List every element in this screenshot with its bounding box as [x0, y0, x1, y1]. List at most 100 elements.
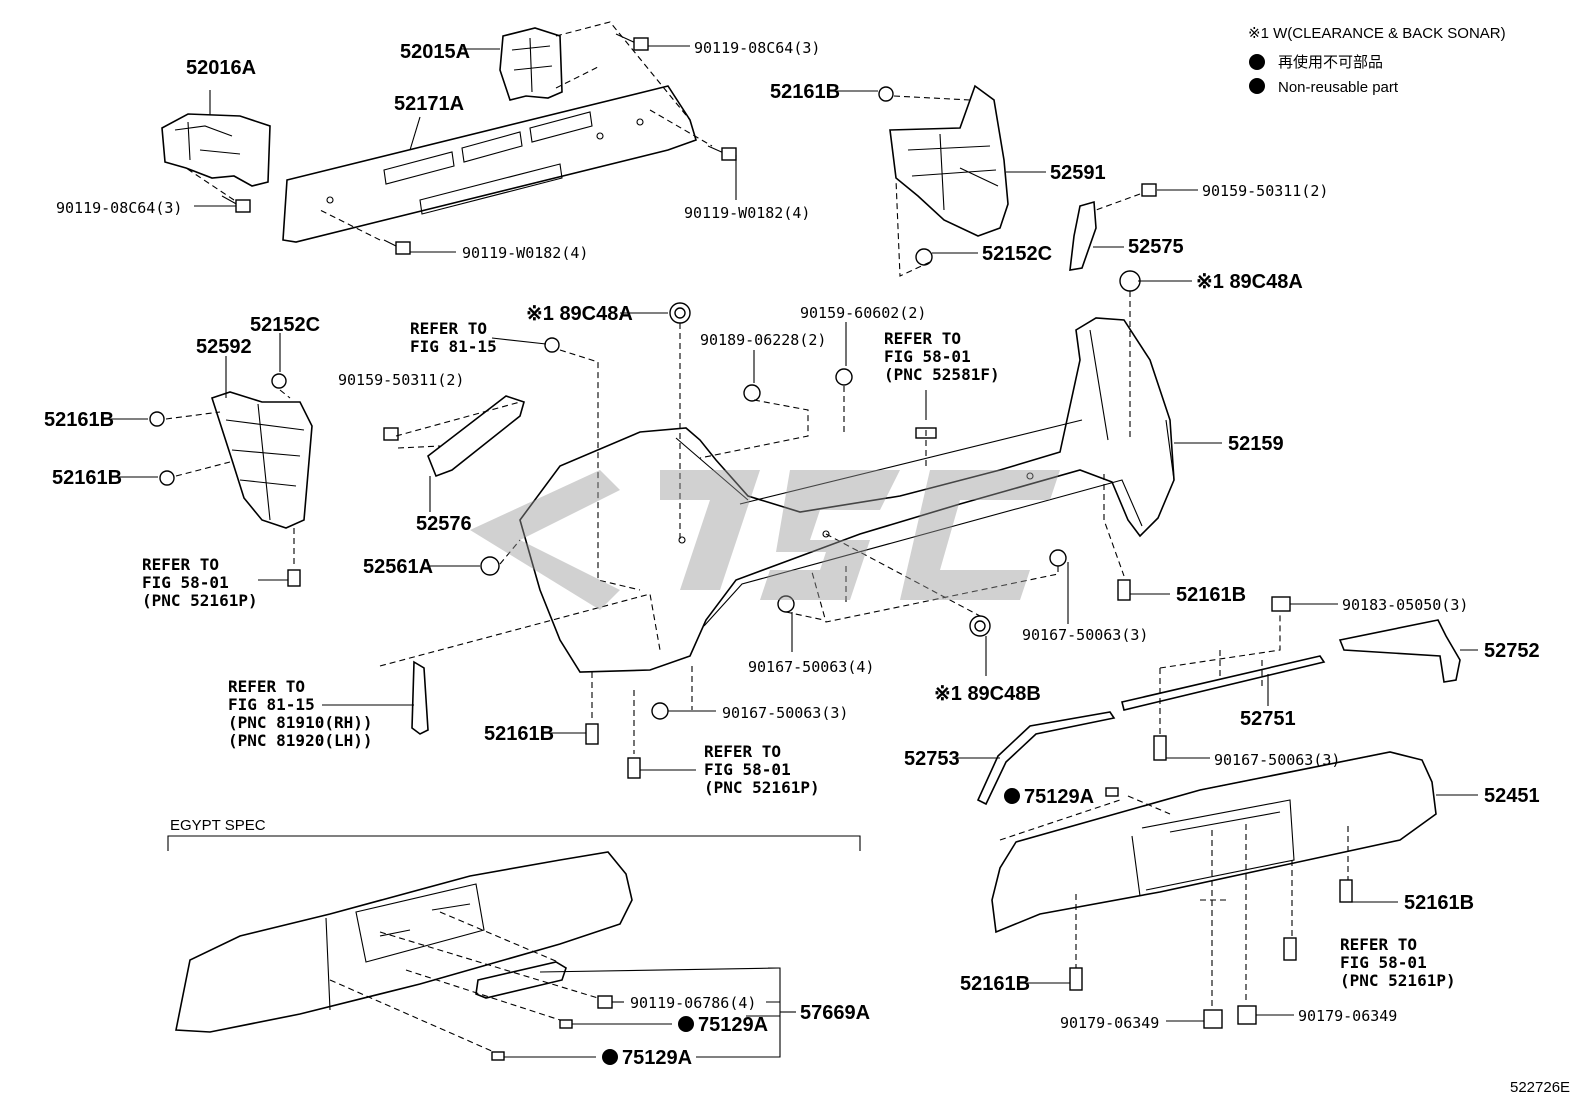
screw-90159-60602[interactable] [835, 368, 853, 386]
screw-90189-06228[interactable] [743, 384, 761, 402]
bolt-90119-08C64-left[interactable] [221, 195, 251, 213]
label-52592[interactable]: 52592 [196, 336, 252, 358]
part-52592[interactable] [210, 391, 313, 529]
label-90179-06349-a[interactable]: 90179-06349 [1060, 1014, 1159, 1032]
ref-58-01-right[interactable]: REFER TO FIG 58-01 (PNC 52161P) [1340, 935, 1456, 990]
label-89C48B[interactable]: ※1 89C48B [934, 683, 1041, 705]
label-52015A[interactable]: 52015A [400, 41, 470, 63]
label-89C48A-mid[interactable]: ※1 89C48A [526, 303, 633, 325]
screw-90167-50063-a[interactable] [1049, 549, 1067, 567]
screw-90167-50063-c[interactable] [651, 702, 669, 720]
screw-90167-50063-d[interactable] [1153, 735, 1167, 761]
screw-90159-50311-left[interactable] [383, 427, 399, 441]
label-52751[interactable]: 52751 [1240, 708, 1296, 730]
screw-refer-81-15[interactable] [544, 337, 560, 353]
nut-90183-05050[interactable] [1271, 596, 1291, 612]
clip-52161B-top[interactable] [878, 86, 894, 102]
nut-90179-06349-b[interactable] [1237, 1005, 1257, 1025]
label-52161B-top[interactable]: 52161B [770, 81, 840, 103]
bolt-90119-W0182-right[interactable] [707, 145, 737, 161]
clip-refer-58-01-mid[interactable] [627, 757, 641, 779]
label-75129A-e1[interactable]: 75129A [698, 1014, 768, 1036]
clip-refer-58-01-left[interactable] [287, 569, 301, 587]
label-52753[interactable]: 52753 [904, 748, 960, 770]
ref-58-01-left[interactable]: REFER TO FIG 58-01 (PNC 52161P) [142, 555, 258, 610]
label-52171A[interactable]: 52171A [394, 93, 464, 115]
clip-52161B-mid-right[interactable] [1117, 579, 1131, 601]
label-52576[interactable]: 52576 [416, 513, 472, 535]
label-90167-50063-c[interactable]: 90167-50063(3) [722, 704, 848, 722]
clip-52161B-l1[interactable] [149, 411, 165, 427]
nut-52152C-left[interactable] [271, 373, 287, 389]
label-52161B-l2[interactable]: 52161B [52, 467, 122, 489]
clip-refer-58-01-right[interactable] [1283, 937, 1297, 961]
label-52161B-r2[interactable]: 52161B [960, 973, 1030, 995]
label-75129A-e2[interactable]: 75129A [622, 1047, 692, 1069]
part-52575[interactable] [1069, 200, 1097, 271]
bolt-90119-W0182-bottom[interactable] [383, 239, 411, 255]
label-52016A[interactable]: 52016A [186, 57, 256, 79]
label-90183-05050[interactable]: 90183-05050(3) [1342, 596, 1468, 614]
part-52591[interactable] [889, 84, 1009, 237]
part-52159[interactable] [519, 317, 1175, 673]
label-90179-06349-b[interactable]: 90179-06349 [1298, 1007, 1397, 1025]
clip-52561A[interactable] [480, 556, 500, 576]
part-57669A-bracket[interactable] [475, 961, 567, 999]
label-52159[interactable]: 52159 [1228, 433, 1284, 455]
label-52161B-r1[interactable]: 52161B [1404, 892, 1474, 914]
part-52171A[interactable] [282, 85, 697, 243]
nut-52152C-right[interactable] [915, 248, 933, 266]
label-52451[interactable]: 52451 [1484, 785, 1540, 807]
label-90167-50063-a[interactable]: 90167-50063(3) [1022, 626, 1148, 644]
bolt-90119-06786[interactable] [597, 995, 613, 1009]
part-52451[interactable] [991, 751, 1437, 934]
label-90167-50063-d[interactable]: 90167-50063(3) [1214, 751, 1340, 769]
label-52161B-l1[interactable]: 52161B [44, 409, 114, 431]
pad-75129A-right[interactable] [1105, 787, 1119, 797]
label-52561A[interactable]: 52561A [363, 556, 433, 578]
part-52016A[interactable] [161, 113, 271, 187]
label-90159-50311-right[interactable]: 90159-50311(2) [1202, 182, 1328, 200]
label-52575[interactable]: 52575 [1128, 236, 1184, 258]
ref-81-15-top[interactable]: REFER TO FIG 81-15 [410, 319, 497, 356]
pad-75129A-e2[interactable] [491, 1051, 505, 1061]
ref-58-01-mid[interactable]: REFER TO FIG 58-01 (PNC 52161P) [704, 742, 820, 797]
clip-89C48A-right[interactable] [1119, 270, 1141, 292]
label-52152C-left[interactable]: 52152C [250, 314, 320, 336]
part-52752[interactable] [1338, 619, 1461, 683]
ref-81-15-reflector[interactable]: REFER TO FIG 81-15 (PNC 81910(RH)) (PNC … [228, 677, 373, 750]
label-89C48A-right[interactable]: ※1 89C48A [1196, 271, 1303, 293]
label-52752[interactable]: 52752 [1484, 640, 1540, 662]
label-52591[interactable]: 52591 [1050, 162, 1106, 184]
clip-52161B-l2[interactable] [159, 470, 175, 486]
label-90119-W0182-bottom[interactable]: 90119-W0182(4) [462, 244, 588, 262]
clip-89C48A-mid[interactable] [669, 302, 691, 324]
ref-58-01-52581F[interactable]: REFER TO FIG 58-01 (PNC 52581F) [884, 329, 1000, 384]
label-90119-W0182-right[interactable]: 90119-W0182(4) [684, 204, 810, 222]
label-90119-06786[interactable]: 90119-06786(4) [630, 994, 756, 1012]
label-90119-08C64-left[interactable]: 90119-08C64(3) [56, 199, 182, 217]
part-52576[interactable] [427, 395, 525, 478]
label-52152C-right[interactable]: 52152C [982, 243, 1052, 265]
label-52161B-mid-right[interactable]: 52161B [1176, 584, 1246, 606]
label-90189-06228[interactable]: 90189-06228(2) [700, 331, 826, 349]
reflector-refer-81-15[interactable] [411, 660, 429, 735]
bolt-90119-08C64-top[interactable] [615, 33, 649, 51]
clip-89C48B[interactable] [969, 615, 991, 637]
clip-52161B-mid[interactable] [585, 723, 599, 745]
label-75129A-right[interactable]: 75129A [1024, 786, 1094, 808]
clip-52161B-r2[interactable] [1069, 967, 1083, 991]
pad-75129A-e1[interactable] [559, 1019, 573, 1029]
label-57669A[interactable]: 57669A [800, 1002, 870, 1024]
label-90159-50311-left[interactable]: 90159-50311(2) [338, 371, 464, 389]
svg-text:REFER TO: REFER TO [228, 677, 305, 696]
label-52161B-mid[interactable]: 52161B [484, 723, 554, 745]
label-90119-08C64-top[interactable]: 90119-08C64(3) [694, 39, 820, 57]
part-52751[interactable] [1121, 655, 1326, 711]
label-90159-60602[interactable]: 90159-60602(2) [800, 304, 926, 322]
nut-90179-06349-a[interactable] [1203, 1009, 1223, 1029]
label-90167-50063-b[interactable]: 90167-50063(4) [748, 658, 874, 676]
part-52753[interactable] [976, 711, 1116, 806]
clip-52161B-r1[interactable] [1339, 879, 1353, 903]
screw-90159-50311-right[interactable] [1141, 183, 1157, 197]
